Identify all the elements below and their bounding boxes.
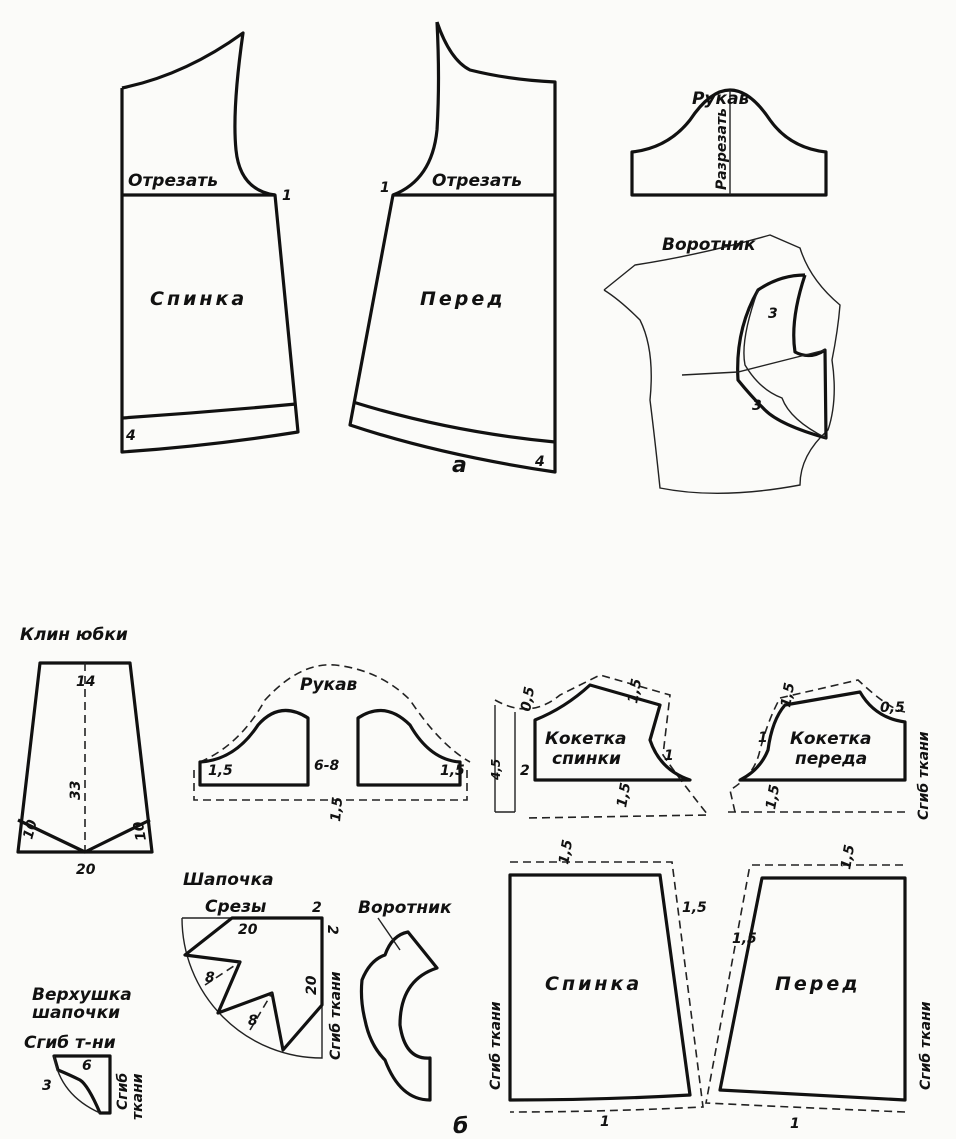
front-b-side: 1,5: [732, 931, 757, 947]
cap-tuck-1: 8: [205, 970, 215, 986]
front-yoke-c: 1: [758, 730, 768, 746]
part-a-marker: а: [452, 453, 467, 478]
back-b-side: 1,5: [682, 900, 707, 916]
cap-top-name-1: Верхушка: [32, 985, 132, 1005]
pattern-b-cap: Шапочка Срезы 20 2 2 20 8 8 Сгиб ткани: [181, 870, 344, 1060]
back-cut-label: Отрезать: [128, 171, 218, 191]
front-yoke-b: 0,5: [880, 700, 905, 716]
front-b-name: Перед: [775, 973, 861, 995]
front-b-fold: Сгиб ткани: [918, 1001, 934, 1090]
skirt-bottom-label: 20: [76, 862, 96, 878]
front-point-label: 1: [380, 180, 390, 196]
sleeve-a-name: Рукав: [692, 89, 750, 109]
front-b-top: 1,5: [838, 843, 858, 870]
pattern-b-sleeve: Рукав 6-8 1,5 1,5 1,5: [193, 664, 471, 822]
collar-a-name: Воротник: [662, 235, 756, 255]
front-hem-label: 4: [534, 454, 545, 470]
front-name: Перед: [420, 288, 506, 310]
back-yoke-name-2: спинки: [552, 749, 621, 769]
pattern-b-cap-top: Верхушка шапочки Сгиб т-ни 6 3 Сгиб ткан…: [24, 985, 146, 1120]
back-b-top: 1,5: [556, 838, 576, 865]
front-yoke-a: 1,5: [778, 681, 798, 708]
skirt-top-label: 14: [76, 674, 95, 690]
back-b-fold: Сгиб ткани: [488, 1001, 504, 1090]
sleeve-gap-label: 6-8: [314, 758, 340, 774]
back-yoke-a: 0,5: [518, 685, 538, 712]
pattern-b-skirt-gore: Клин юбки 14 33 10 10 20: [16, 625, 154, 878]
skirt-right-label: 10: [131, 820, 150, 842]
back-name: Спинка: [150, 288, 247, 310]
pattern-b-front: Перед Сгиб ткани 1,5 1,5 1: [705, 843, 934, 1132]
cap-top-6: 6: [82, 1058, 92, 1074]
cap-top-label: 20: [238, 922, 258, 938]
cap-top-fold-1: Сгиб т-ни: [24, 1033, 116, 1053]
cap-name: Шапочка: [183, 870, 274, 890]
cap-edges-label: Срезы: [205, 897, 266, 917]
front-yoke-fold: Сгиб ткани: [916, 731, 932, 820]
cap-tuck-2: 8: [248, 1013, 258, 1029]
back-yoke-d: 4,5: [489, 759, 503, 781]
front-yoke-name-2: переда: [795, 749, 867, 769]
cap-top-fold-2a: Сгиб: [115, 1073, 131, 1110]
pattern-a-back: Отрезать 1 Спинка 4: [120, 31, 300, 454]
cap-top-name-2: шапочки: [32, 1003, 120, 1023]
skirt-gore-name: Клин юбки: [20, 625, 128, 645]
pattern-b-back-yoke: 0,5 1,5 Кокетка спинки 1 4,5 2 1,5: [489, 674, 710, 819]
back-yoke-f: 1,5: [614, 781, 634, 808]
back-point-label: 1: [282, 188, 292, 204]
front-b-bottom: 1: [790, 1116, 800, 1132]
cap-top-3: 3: [42, 1078, 52, 1094]
sleeve-b-name: Рукав: [300, 675, 358, 695]
cap-side-label: 20: [304, 975, 320, 995]
back-yoke-e: 2: [520, 763, 530, 779]
front-yoke-name-1: Кокетка: [790, 729, 872, 749]
back-yoke-b: 1,5: [625, 677, 645, 704]
front-yoke-d: 1,5: [763, 783, 783, 810]
cap-corner-1: 2: [312, 900, 322, 916]
pattern-a-collar: Воротник 3 3: [603, 234, 841, 495]
sleeve-right-label: 1,5: [440, 763, 465, 779]
front-cut-label: Отрезать: [432, 171, 522, 191]
pattern-a-front: 1 Отрезать Перед 4: [348, 21, 557, 474]
sleeve-left-label: 1,5: [208, 763, 233, 779]
back-b-bottom: 1: [600, 1114, 610, 1130]
back-hem-label: 4: [125, 428, 136, 444]
pattern-a-sleeve: Рукав Разрезать: [630, 88, 828, 197]
pattern-b-collar: Воротник: [358, 898, 452, 1102]
skirt-left-label: 10: [20, 818, 41, 841]
back-yoke-name-1: Кокетка: [545, 729, 627, 749]
cap-corner-2: 2: [324, 925, 340, 935]
pattern-b-back: Спинка Сгиб ткани 1,5 1,5 1: [488, 838, 707, 1130]
cap-fold-label: Сгиб ткани: [328, 971, 344, 1060]
skirt-mid-label: 33: [68, 781, 84, 800]
sleeve-bottom-label: 1,5: [328, 796, 346, 822]
sleeve-slit-label: Разрезать: [714, 108, 730, 190]
cap-top-fold-2b: ткани: [130, 1073, 146, 1120]
part-b-marker: б: [453, 1114, 468, 1139]
collar-a-mark-1: 3: [768, 306, 778, 322]
collar-b-name: Воротник: [358, 898, 452, 918]
collar-a-mark-2: 3: [752, 398, 762, 414]
back-b-name: Спинка: [545, 973, 642, 995]
pattern-b-front-yoke: 1,5 0,5 1 Кокетка переда 1,5 Сгиб ткани: [728, 679, 932, 820]
back-yoke-c: 1: [664, 748, 674, 764]
